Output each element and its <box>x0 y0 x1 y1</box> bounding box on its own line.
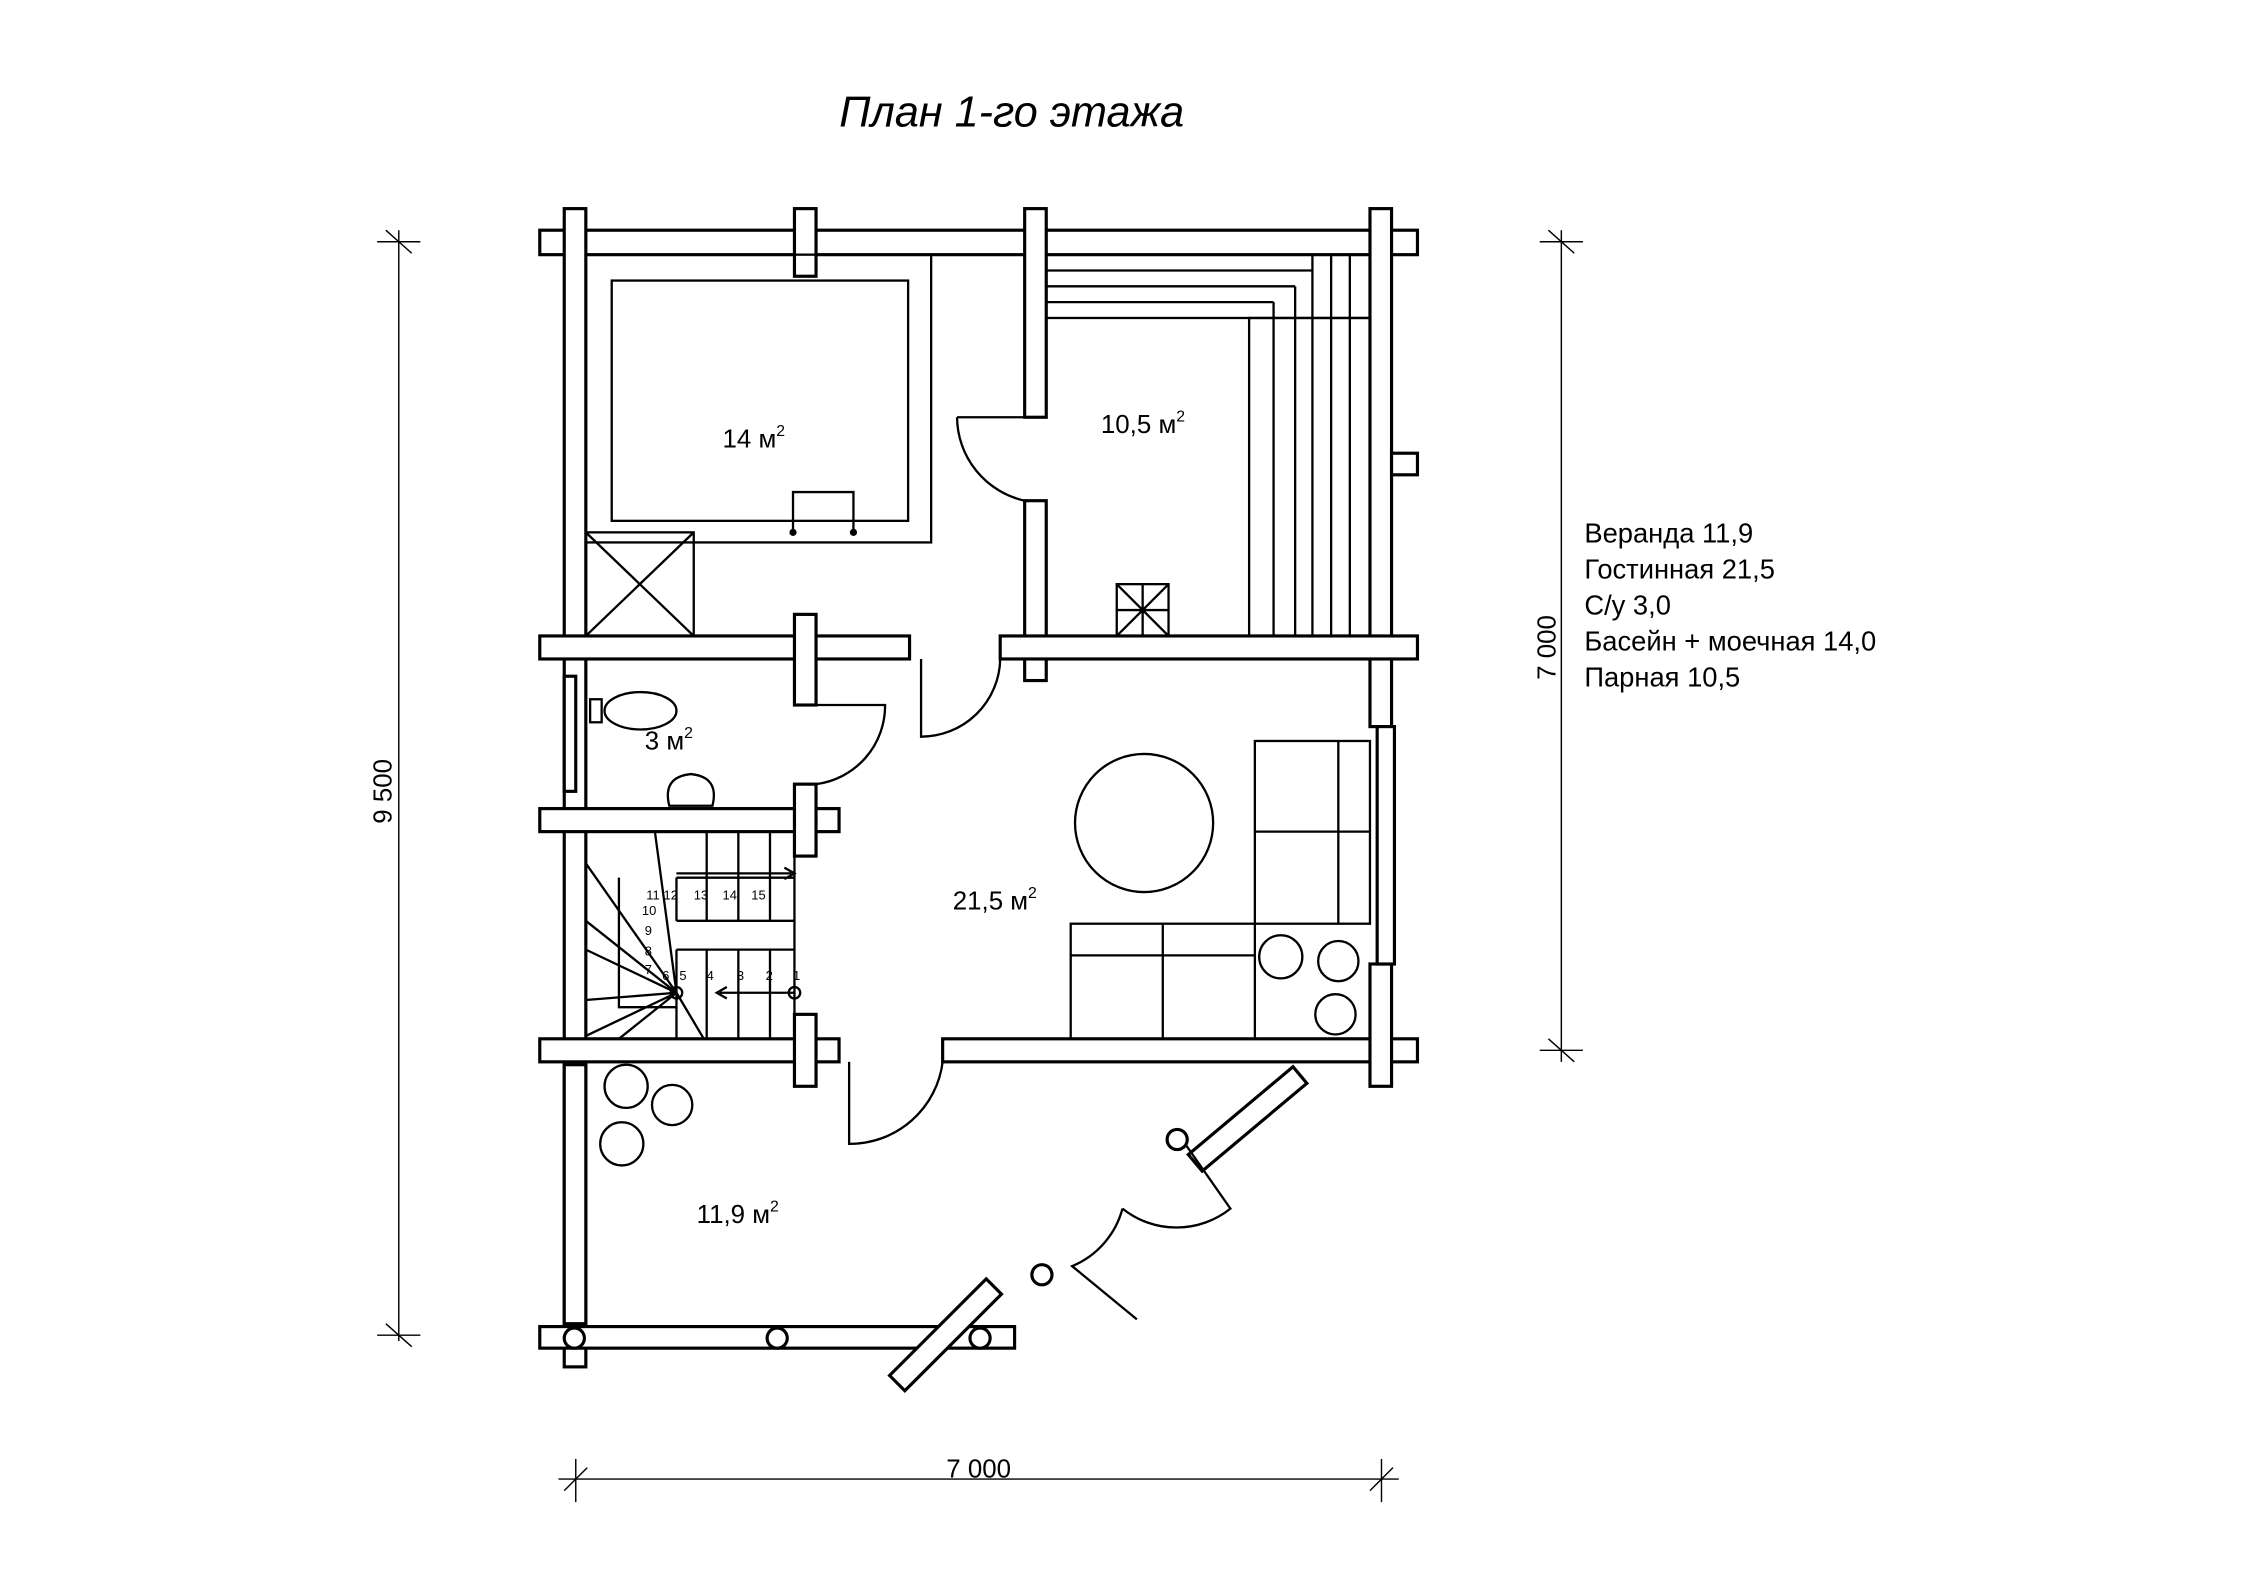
svg-text:11: 11 <box>646 887 659 902</box>
room-area-pool: 14 м2 <box>723 423 786 454</box>
veranda-posts <box>562 1127 1189 1350</box>
svg-text:10: 10 <box>642 903 656 918</box>
svg-text:3: 3 <box>737 968 744 983</box>
svg-text:7: 7 <box>645 962 652 977</box>
room-area-steam: 10,5 м2 <box>1101 409 1185 440</box>
walls <box>538 207 1420 1393</box>
dimension-left-label: 9 500 <box>370 759 398 824</box>
svg-text:15: 15 <box>751 887 765 902</box>
plant-icon <box>599 934 1360 1167</box>
svg-text:9: 9 <box>645 923 652 938</box>
dimension-left: 9 500 <box>370 229 421 1348</box>
doors <box>815 416 1232 1321</box>
living-furniture <box>599 739 1372 1167</box>
svg-text:1: 1 <box>793 968 800 983</box>
legend-item: Веранда 11,9 <box>1584 517 1753 548</box>
room-area-wc: 3 м2 <box>645 725 693 756</box>
room-area-veranda: 11,9 м2 <box>697 1198 779 1229</box>
svg-text:6: 6 <box>662 968 669 983</box>
plan-title: План 1-го этажа <box>839 89 1184 137</box>
legend-item: С/у 3,0 <box>1584 589 1671 620</box>
legend-item: Басейн + моечная 14,0 <box>1584 625 1876 656</box>
dimension-right-label: 7 000 <box>1534 615 1562 680</box>
dimension-bottom-label: 7 000 <box>946 1456 1011 1484</box>
room-area-living: 21,5 м2 <box>953 885 1037 916</box>
svg-text:2: 2 <box>766 968 773 983</box>
dimension-bottom: 7 000 <box>558 1456 1399 1503</box>
pool <box>584 253 933 638</box>
svg-text:13: 13 <box>694 887 708 902</box>
area-legend: Веранда 11,9 Гостинная 21,5 С/у 3,0 Басе… <box>1584 517 1876 692</box>
svg-text:8: 8 <box>645 943 652 958</box>
dimension-right: 7 000 <box>1534 229 1583 1063</box>
toilet <box>588 690 715 807</box>
sauna-bench <box>1045 253 1372 638</box>
svg-text:14: 14 <box>723 887 737 902</box>
svg-text:5: 5 <box>679 968 686 983</box>
svg-text:4: 4 <box>707 968 714 983</box>
legend-item: Гостинная 21,5 <box>1584 553 1775 584</box>
staircase: 1 2 3 4 5 6 7 8 9 10 11 12 13 14 15 <box>584 830 802 1040</box>
legend-item: Парная 10,5 <box>1584 661 1740 692</box>
svg-text:12: 12 <box>664 887 678 902</box>
